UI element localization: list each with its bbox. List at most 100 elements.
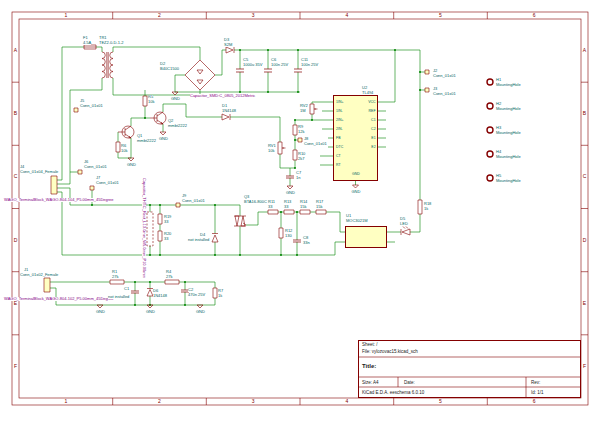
- part-label: GND: [127, 163, 136, 167]
- part-label: 470n 25V: [188, 293, 205, 297]
- part-label: J4: [20, 165, 24, 169]
- part-label: mmbt2222: [168, 124, 187, 128]
- part-label: MountingHole: [496, 179, 521, 183]
- part-label: R14: [300, 200, 307, 204]
- part-label: 1k: [424, 207, 428, 211]
- title-block-lines: [358, 357, 581, 398]
- part-label: MountingHole: [496, 155, 521, 159]
- part-label: R13: [284, 200, 291, 204]
- part-label: H4: [496, 150, 501, 154]
- part-label: 15k: [300, 205, 306, 209]
- part-label: D2: [160, 62, 165, 66]
- part-label: 1000u 35V: [243, 63, 262, 67]
- part-label: D1: [222, 104, 227, 108]
- part-label: 33: [164, 237, 168, 241]
- part-label: 15k: [316, 205, 322, 209]
- pin-name: REF: [369, 110, 376, 114]
- frame-coordinate: 5: [439, 13, 442, 18]
- part-label: R7: [218, 289, 223, 293]
- value-label: MOC3021M: [346, 219, 368, 223]
- frame-ticks: [12, 12, 588, 405]
- pin-name: 2IN-: [336, 128, 343, 132]
- part-label: J9: [182, 194, 186, 198]
- frame-coordinate: 3: [252, 399, 255, 404]
- part-label: Q3: [244, 195, 249, 199]
- frame-coordinate: E: [14, 301, 17, 306]
- part-label: H1: [496, 78, 501, 82]
- part-label: R10: [298, 152, 305, 156]
- footprint-label: Capacitor_THT:C_Rect_L13.0mm_W5.0mm_P10.…: [142, 178, 146, 278]
- part-label: GND: [159, 137, 168, 141]
- part-label: BTA16-800C: [244, 200, 267, 204]
- pin-name: 1IN+: [336, 101, 344, 105]
- part-label: 12k: [298, 130, 304, 134]
- part-label: 27k: [112, 275, 118, 279]
- part-label: GND: [352, 190, 361, 194]
- sheet-border: [19, 19, 581, 398]
- resistor-symbol: [110, 96, 422, 298]
- mounting-hole-symbol: [487, 79, 493, 85]
- footprint-label: WAGO_TerminalBlock_WAGO-804-104_P5.00mm_…: [4, 198, 114, 202]
- ref-label: U1: [346, 214, 351, 218]
- pin-name: GND: [352, 173, 360, 177]
- part-label: LED: [400, 222, 408, 226]
- part-label: R18: [424, 202, 431, 206]
- pin-name: E2: [371, 146, 375, 150]
- part-label: R20: [164, 232, 171, 236]
- part-label: H5: [496, 174, 501, 178]
- part-label: C1: [124, 287, 129, 291]
- title-block-text: Sheet: /: [362, 343, 378, 348]
- part-label: H2: [496, 102, 501, 106]
- part-label: J5: [80, 99, 84, 103]
- part-label: D4: [200, 233, 205, 237]
- part-label: 33n: [303, 241, 310, 245]
- part-label: GND: [286, 191, 295, 195]
- frame-coordinate: F: [583, 364, 586, 369]
- frame-coordinate: C: [583, 174, 587, 179]
- mounting-hole-symbol: [487, 103, 493, 109]
- wire: [50, 47, 425, 305]
- part-label: RV2: [300, 104, 308, 108]
- part-label: TR1: [99, 36, 107, 40]
- title-block-text: Size: A4: [362, 381, 379, 386]
- footprint-label: Capacitor_SMD:C_0805_2012Metric: [190, 94, 255, 98]
- part-label: C5: [243, 58, 248, 62]
- junction-dots: [91, 49, 421, 306]
- part-label: R5: [148, 95, 153, 99]
- frame-coordinate: 6: [533, 13, 536, 18]
- frame-coordinate: D: [14, 238, 18, 243]
- footprint-label: WAGO_TerminalBlock_WAGO-804-102_P5.00mm_…: [4, 297, 114, 301]
- part-label: not installed: [108, 295, 129, 299]
- part-label: 2k7: [298, 157, 304, 161]
- mounting-hole-symbol: [487, 79, 493, 181]
- part-label: D3: [224, 38, 229, 42]
- frame-coordinate: 1: [64, 13, 67, 18]
- part-label: J7: [96, 176, 100, 180]
- part-label: D6: [153, 289, 158, 293]
- part-label: 1M: [300, 109, 306, 113]
- frame-coordinate: D: [583, 238, 587, 243]
- part-label: J2: [433, 69, 437, 73]
- part-label: J3: [433, 87, 437, 91]
- frame-coordinate: 4: [345, 399, 348, 404]
- mounting-hole-symbol: [487, 151, 493, 157]
- part-label: Conn_01x04_Female: [20, 170, 58, 174]
- part-label: GND: [171, 97, 180, 101]
- part-label: 33: [164, 220, 168, 224]
- part-label: 33: [284, 205, 288, 209]
- ground-symbol: [97, 92, 359, 308]
- transformer-symbol: [102, 52, 113, 78]
- part-label: 10k: [268, 149, 274, 153]
- part-label: Conn_01x01: [182, 199, 205, 203]
- frame-coordinate: E: [583, 301, 586, 306]
- part-label: 10k: [148, 100, 154, 104]
- transistor-symbol: [118, 112, 163, 138]
- diode-symbol: [147, 47, 234, 296]
- pin-name: E1: [371, 137, 375, 141]
- title-block-text: Date:: [404, 381, 415, 386]
- part-label: R9: [298, 125, 303, 129]
- mounting-hole-symbol: [487, 175, 493, 181]
- part-label: 4.5A: [83, 41, 91, 45]
- part-label: C6: [271, 58, 276, 62]
